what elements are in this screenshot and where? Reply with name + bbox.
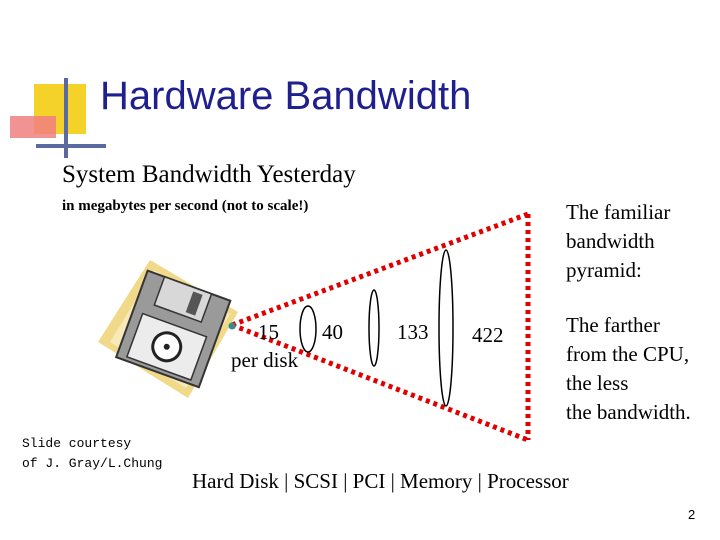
units-caption: in megabytes per second (not to scale!) xyxy=(62,198,309,214)
pyramid-note-line: bandwidth xyxy=(566,229,655,253)
disk-bandwidth-value: 15 xyxy=(258,320,279,344)
scsi-ellipse xyxy=(299,305,317,353)
distance-note-line: the bandwidth. xyxy=(566,400,691,424)
page-number: 2 xyxy=(688,507,696,522)
credit-line: of J. Gray/L.Chung xyxy=(22,456,163,471)
pyramid-note: The familiar bandwidth pyramid: xyxy=(566,198,670,285)
credit-line: Slide courtesy xyxy=(22,436,132,451)
memory-bandwidth-value: 422 xyxy=(472,323,504,347)
slide-subtitle: System Bandwidth Yesterday xyxy=(62,161,356,188)
pyramid-upper-edge xyxy=(231,211,529,328)
distance-note-line: the less xyxy=(566,371,629,395)
title-accent-squares-icon xyxy=(10,78,106,158)
pci-ellipse xyxy=(368,289,380,367)
memory-ellipse xyxy=(438,249,454,407)
distance-note-line: The farther xyxy=(566,313,660,337)
pyramid-apex-dot xyxy=(228,322,236,330)
scsi-bandwidth-value: 40 xyxy=(322,320,343,344)
pyramid-note-line: The familiar xyxy=(566,200,671,224)
hardware-hierarchy-label: Hard Disk | SCSI | PCI | Memory | Proces… xyxy=(192,469,569,493)
floppy-disk-clipart-icon xyxy=(98,260,238,398)
disk-unit-label: per disk xyxy=(231,348,299,372)
pci-bandwidth-value: 133 xyxy=(397,320,429,344)
distance-note-line: from the CPU, xyxy=(566,342,690,366)
pyramid-lower-edge xyxy=(231,322,529,443)
distance-note: The farther from the CPU, the less the b… xyxy=(566,311,691,427)
pyramid-note-line: pyramid: xyxy=(566,258,642,282)
slide-title: Hardware Bandwidth xyxy=(100,74,472,118)
slide-credit: Slide courtesy of J. Gray/L.Chung xyxy=(22,434,162,474)
